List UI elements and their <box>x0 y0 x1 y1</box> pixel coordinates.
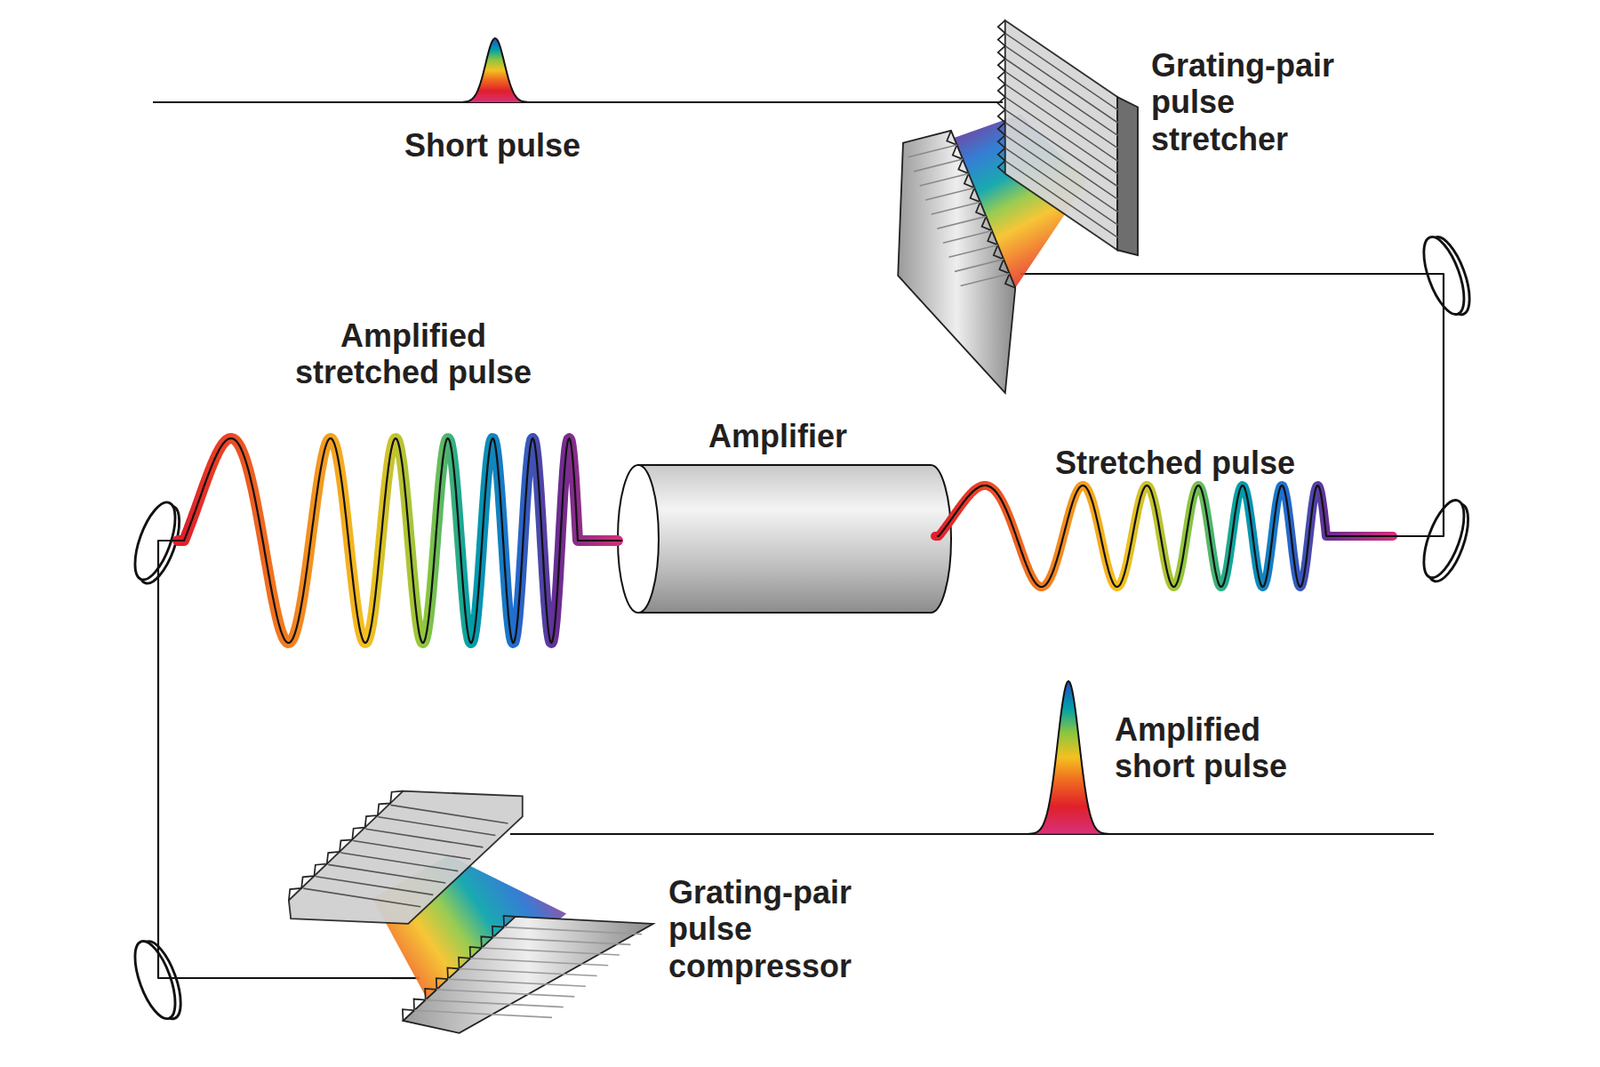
stretcher-back-side <box>1117 96 1138 256</box>
grating-groove <box>1005 96 1118 174</box>
grating-groove <box>936 216 986 229</box>
grating-groove <box>1005 160 1118 238</box>
grating-groove <box>954 259 1004 272</box>
grating-groove <box>1005 58 1118 136</box>
grating-groove <box>448 978 586 986</box>
pulse-label: Amplified short pulse <box>1114 711 1320 785</box>
pulse-outline <box>1028 680 1109 834</box>
grating-groove <box>1005 160 1118 238</box>
component-node: Grating-pair pulse compressor <box>391 866 902 1036</box>
grating-groove <box>340 852 458 872</box>
grating-groove <box>948 245 998 258</box>
beam-path <box>936 273 1444 587</box>
grating-groove <box>470 958 608 966</box>
mirror <box>1416 230 1479 321</box>
pulse-label: Stretched pulse <box>1024 444 1327 481</box>
grating-groove <box>436 989 575 997</box>
component-node: Amplifier <box>622 416 937 614</box>
grating-groove <box>960 273 1010 287</box>
grating-teeth <box>288 791 404 901</box>
grating-groove <box>913 159 963 172</box>
grating-groove <box>1005 71 1118 148</box>
beam-lines <box>152 102 1444 978</box>
grating-groove <box>1005 147 1118 224</box>
grating-groove <box>1005 84 1118 161</box>
compressor-bottom-grating <box>402 916 653 1033</box>
mirror <box>1415 495 1478 586</box>
grating-groove <box>925 187 975 200</box>
grating-groove <box>390 804 508 824</box>
grating-groove <box>1005 71 1118 148</box>
grating-groove <box>352 840 471 860</box>
component-label: Grating-pair pulse stretcher <box>1151 47 1374 158</box>
pulse-label: Amplified stretched pulse <box>275 317 552 392</box>
grating-groove <box>943 230 992 243</box>
grating-groove <box>504 927 642 935</box>
compressor-top-grating <box>288 791 523 924</box>
stretcher-back-grating <box>1005 20 1118 250</box>
component-label: Amplifier <box>622 417 934 455</box>
pulse-label: Short pulse <box>359 127 626 164</box>
grating-groove <box>1005 58 1118 136</box>
grating-groove <box>1005 109 1118 186</box>
grating-groove <box>1005 46 1118 123</box>
grating-groove <box>492 936 631 944</box>
gratings-and-mirrors <box>126 20 1479 1033</box>
grating-groove <box>425 1000 564 1008</box>
chirped-pulse <box>177 438 618 643</box>
grating-groove <box>1005 135 1118 212</box>
grating-groove <box>414 1009 552 1017</box>
grating-groove <box>1005 96 1118 174</box>
component-node: Grating-pair pulse stretcher <box>897 22 1377 396</box>
grating-groove <box>931 201 981 215</box>
grating-groove <box>1005 122 1118 200</box>
connector-group <box>158 273 1444 978</box>
grating-groove <box>1005 84 1118 161</box>
grating-teeth <box>946 130 1016 288</box>
stretcher-front-grating <box>897 130 1016 393</box>
component-label: Grating-pair pulse compressor <box>668 873 898 984</box>
grating-teeth <box>998 20 1006 174</box>
amplifier-cylinder <box>617 464 952 613</box>
grating-teeth <box>402 915 516 1021</box>
pulse-outline <box>455 38 536 103</box>
grating-groove <box>1005 109 1118 186</box>
grating-groove <box>365 828 483 848</box>
grating-groove <box>1005 147 1118 224</box>
grating-groove <box>920 173 969 186</box>
grating-groove <box>377 816 496 836</box>
grating-groove <box>907 144 957 158</box>
beam-path <box>158 438 623 978</box>
pulse-fill <box>1028 680 1109 834</box>
grating-groove <box>481 947 620 955</box>
grating-groove <box>303 888 421 907</box>
chirped-pulse <box>935 485 1393 587</box>
grating-groove <box>459 968 598 976</box>
grating-groove <box>1005 46 1118 123</box>
grating-groove <box>328 864 446 883</box>
grating-groove <box>1005 32 1118 110</box>
grating-groove <box>1005 32 1118 110</box>
grating-groove <box>1005 122 1118 200</box>
pulse-fill <box>455 38 536 103</box>
grating-groove <box>1005 135 1118 212</box>
grating-groove <box>315 876 433 896</box>
